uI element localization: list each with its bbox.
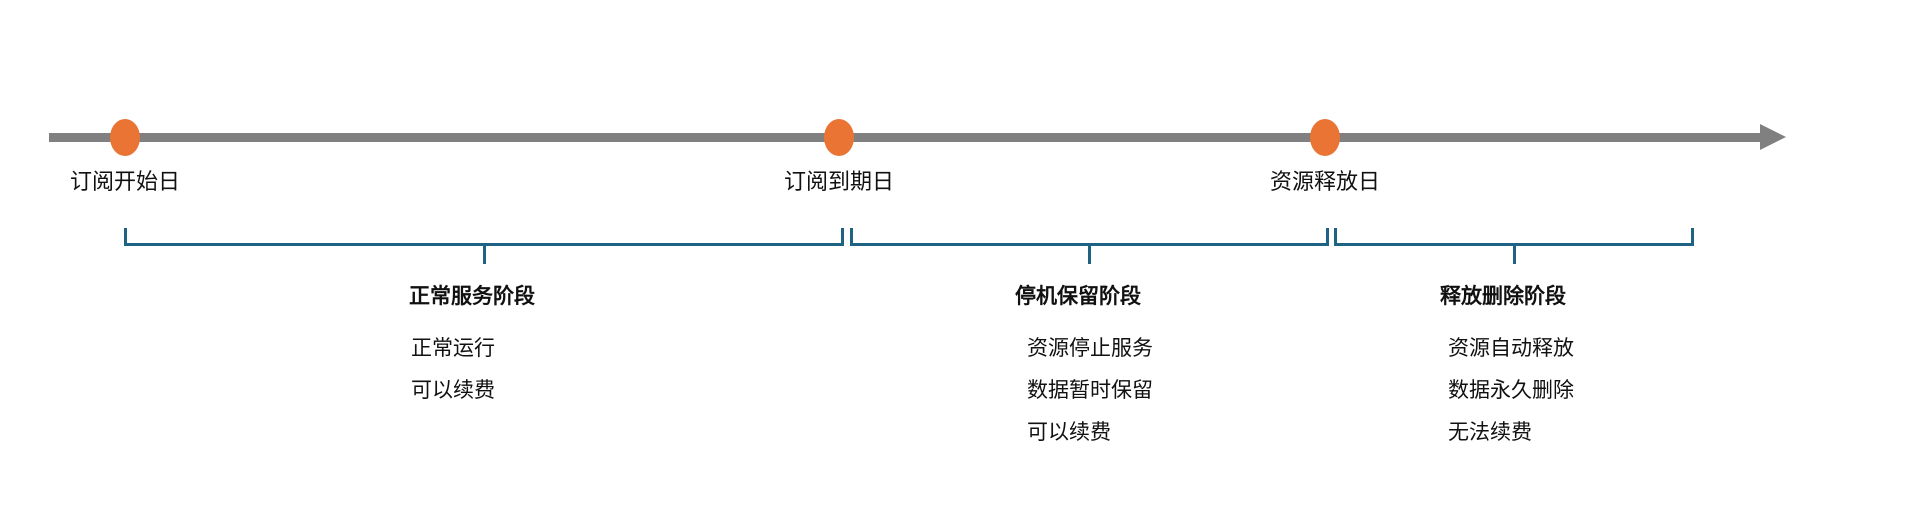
phase-title-release: 释放删除阶段	[1440, 284, 1566, 308]
milestone-label-release: 资源释放日	[1269, 170, 1381, 195]
phase-item: 数据永久删除	[1448, 378, 1574, 402]
milestone-label-start: 订阅开始日	[69, 170, 181, 195]
milestone-dot-start	[110, 119, 140, 156]
milestone-label-expiry: 订阅到期日	[783, 170, 895, 195]
phase-item: 正常运行	[411, 336, 495, 360]
phase-item: 数据暂时保留	[1027, 378, 1153, 402]
phase-item: 资源停止服务	[1027, 336, 1153, 360]
phase-item: 资源自动释放	[1448, 336, 1574, 360]
phase-bracket-tick	[483, 246, 486, 264]
phase-bracket-normal	[124, 228, 844, 246]
timeline-axis	[49, 133, 1765, 142]
milestone-dot-expiry	[824, 119, 854, 156]
phase-bracket-tick	[1088, 246, 1091, 264]
phase-title-suspend: 停机保留阶段	[1015, 284, 1141, 308]
timeline-arrowhead	[1760, 124, 1786, 150]
phase-item: 可以续费	[1027, 420, 1111, 444]
phase-bracket-release	[1334, 228, 1694, 246]
phase-item: 可以续费	[411, 378, 495, 402]
phase-bracket-suspend	[850, 228, 1329, 246]
phase-bracket-tick	[1513, 246, 1516, 264]
phase-item: 无法续费	[1448, 420, 1532, 444]
milestone-dot-release	[1310, 119, 1340, 156]
phase-title-normal: 正常服务阶段	[409, 284, 535, 308]
